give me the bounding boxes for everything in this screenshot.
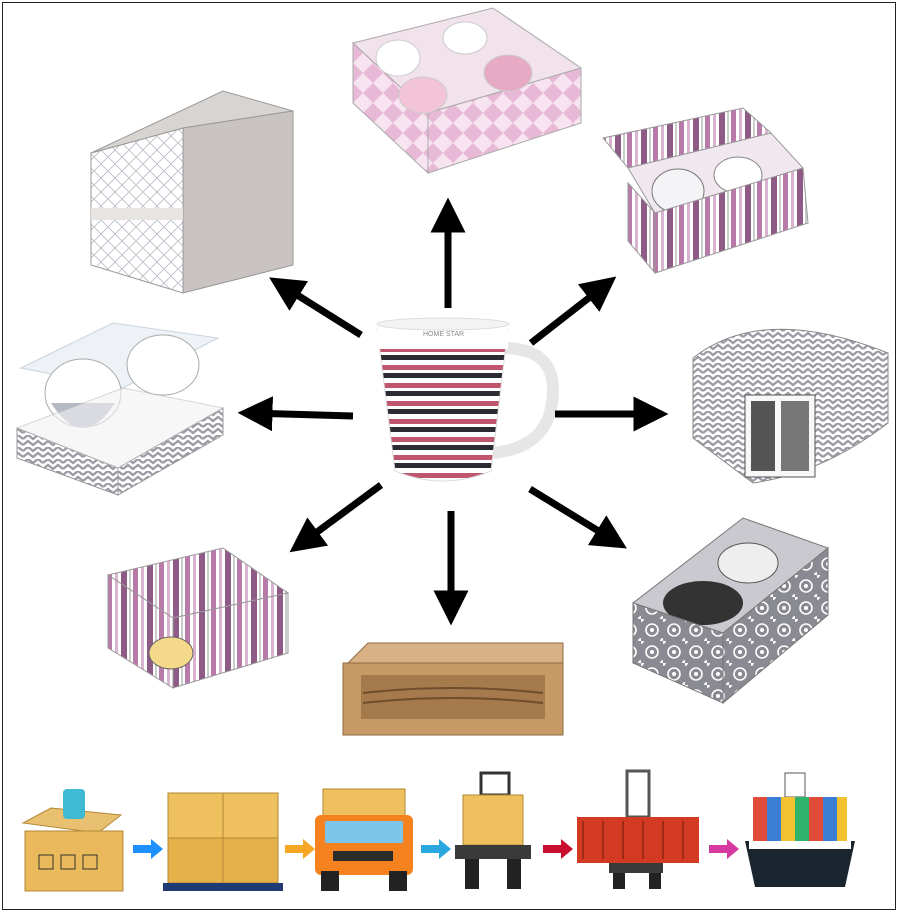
packaging-pink-checker-4-mug-box	[351, 7, 583, 175]
packaging-diagram: HOME STAR	[15, 7, 889, 892]
flow-arrow-4	[543, 839, 573, 859]
arrow-down-right	[528, 486, 627, 549]
arrow-up-right	[528, 276, 617, 346]
shipping-flow	[21, 769, 855, 892]
packaging-pink-stripe-lid-box	[602, 107, 809, 275]
shipping-step-packing-box-icon	[21, 789, 124, 892]
mug-brand-label: HOME STAR	[423, 331, 464, 338]
shipping-step-container-chassis-icon	[455, 771, 531, 889]
shipping-step-delivery-truck-icon	[315, 788, 413, 891]
arrow-up-left	[269, 277, 363, 338]
center-striped-mug: HOME STAR	[376, 317, 559, 482]
arrow-left	[237, 396, 354, 432]
packaging-kraft-cardboard-tray	[341, 642, 564, 736]
flow-arrow-3	[421, 839, 451, 859]
shipping-step-shipping-container-icon	[577, 769, 699, 889]
shipping-step-palletized-cartons-icon	[163, 792, 283, 891]
flow-arrow-2	[285, 839, 315, 859]
flow-arrow-5	[709, 839, 739, 859]
packaging-clear-window-2-mug-box	[15, 322, 225, 496]
packaging-chevron-wrap-box	[692, 328, 889, 484]
shipping-step-container-ship-icon	[745, 772, 855, 887]
packaging-damask-open-box	[631, 517, 830, 705]
flow-arrow-1	[133, 839, 163, 859]
packaging-arrows	[237, 197, 669, 626]
packaging-gray-gift-box	[90, 90, 294, 294]
arrow-down-left	[289, 482, 384, 553]
packaging-stripe-cube-box	[106, 547, 290, 689]
